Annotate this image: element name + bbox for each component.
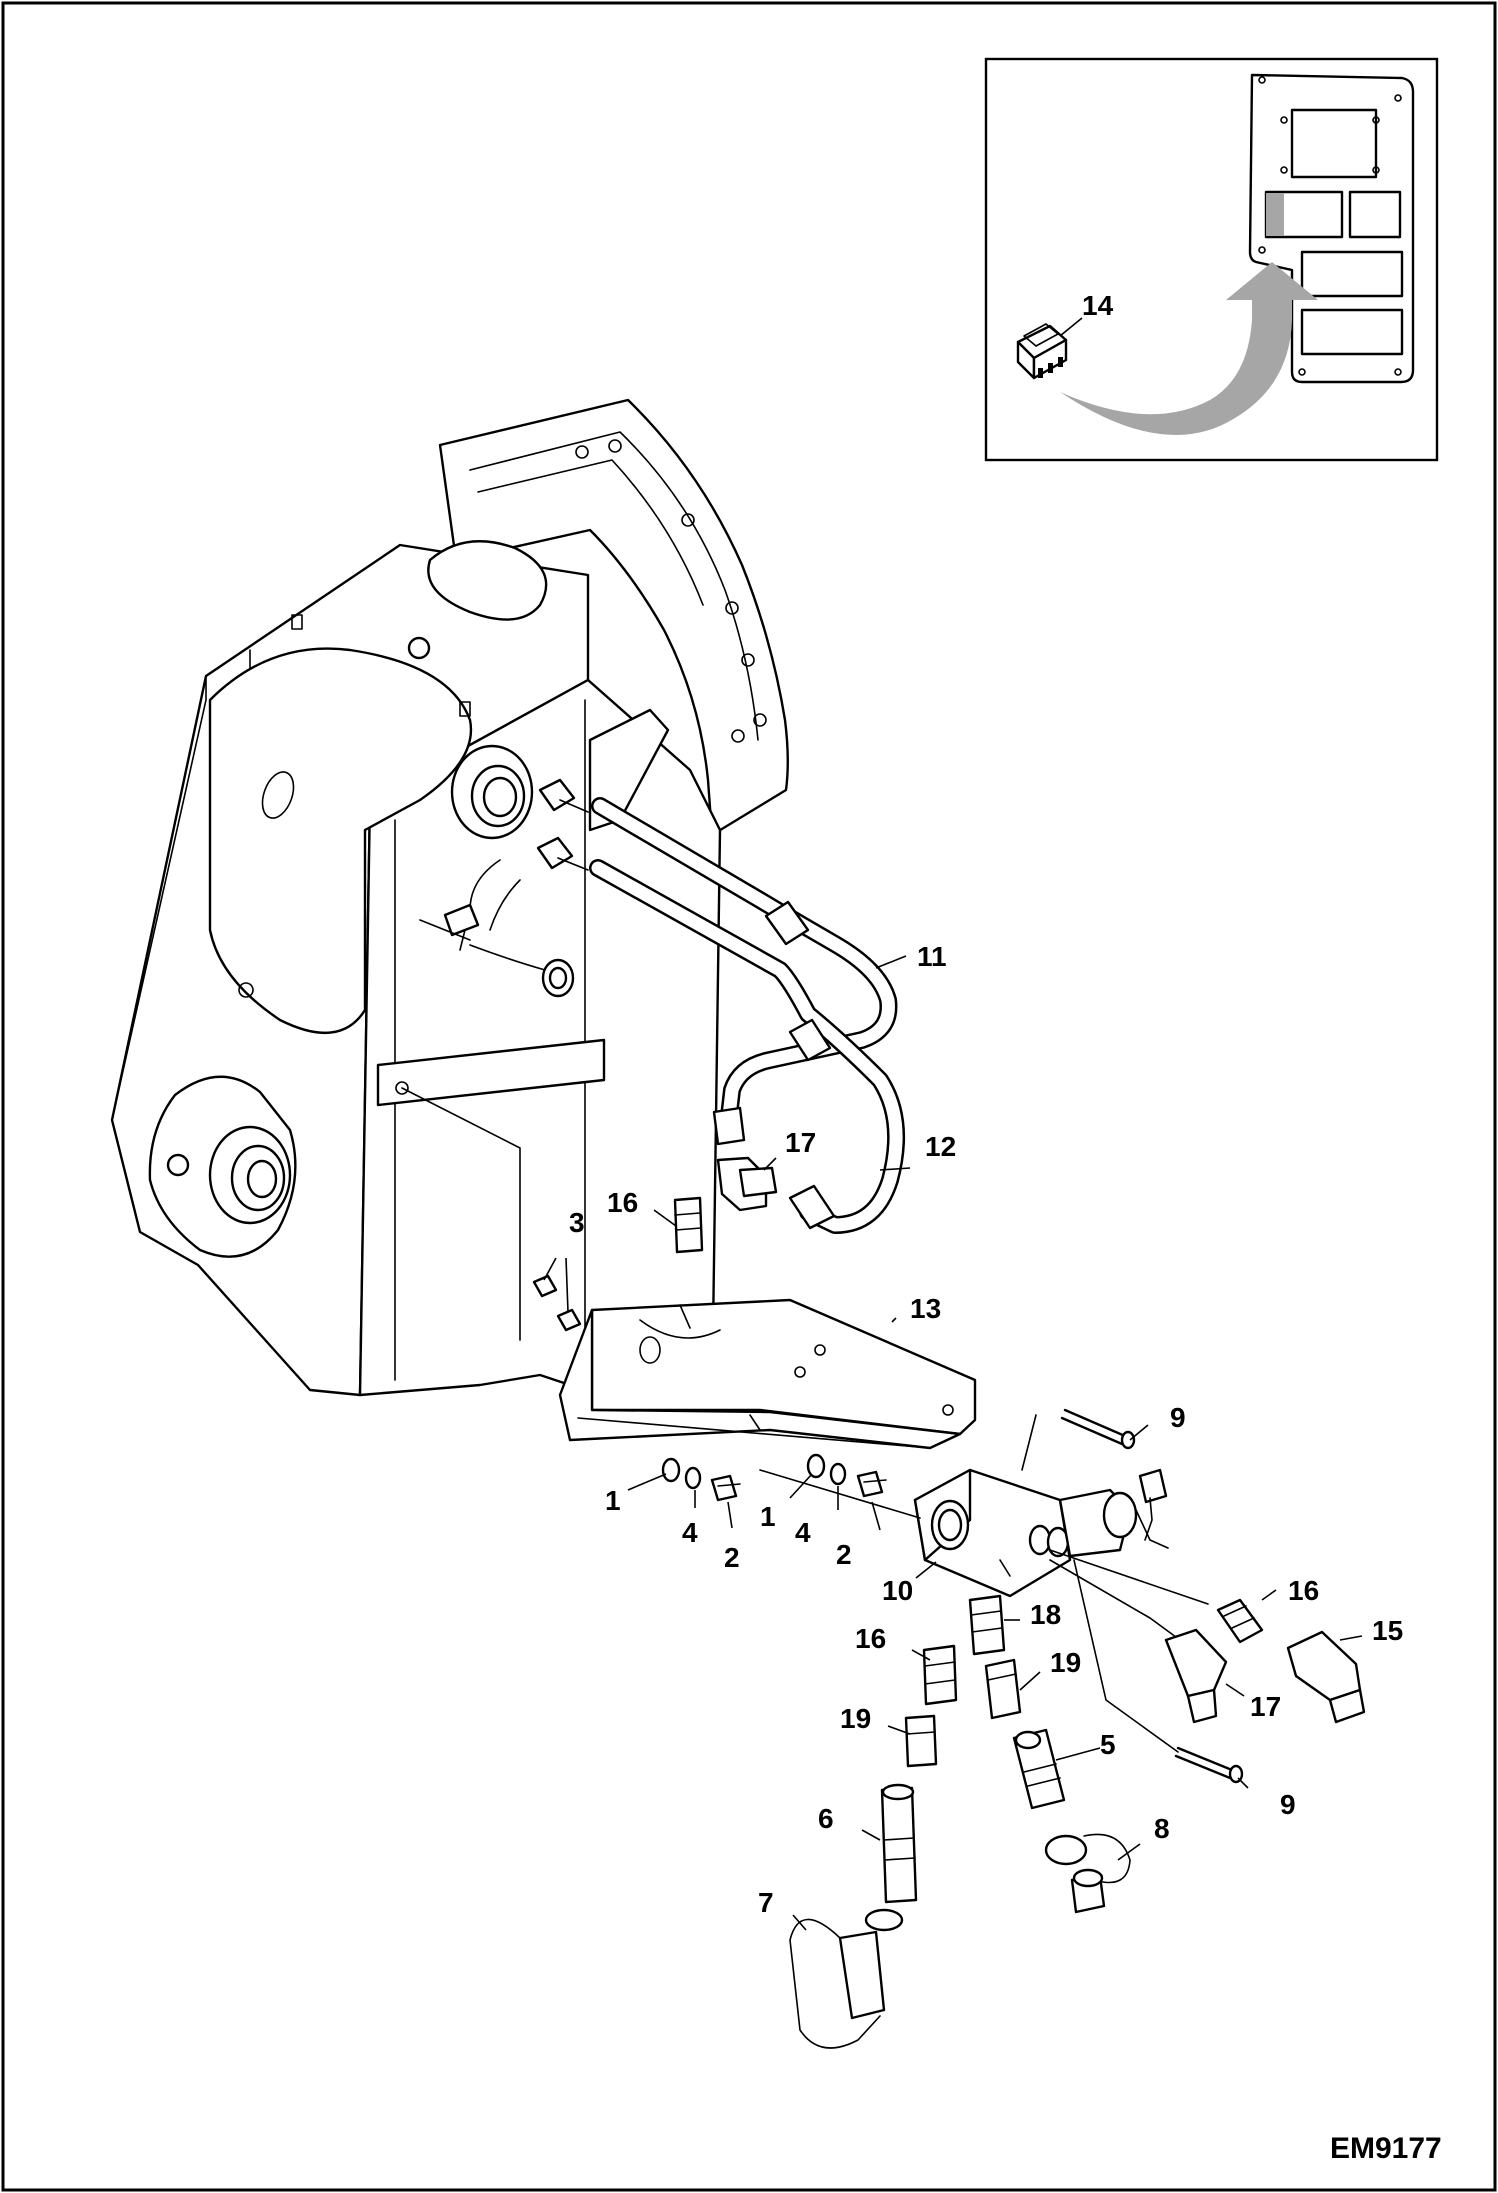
panel-slot-bottom (1300, 308, 1404, 356)
right-fittings (1164, 1598, 1366, 1724)
callout-13: 13 (910, 1293, 941, 1324)
callout-1b: 1 (760, 1501, 776, 1532)
callout-6: 6 (818, 1803, 834, 1834)
callout-9a: 9 (1170, 1402, 1186, 1433)
install-arrow (1060, 262, 1318, 435)
leader-lines (543, 955, 1363, 1931)
callout-9b: 9 (1280, 1789, 1296, 1820)
nuts-3 (532, 1274, 582, 1332)
callout-15: 15 (1372, 1615, 1403, 1646)
pin-line-2 (1049, 1559, 1181, 1641)
lower-right-stack (968, 1594, 1131, 1914)
sensor-cable (419, 859, 575, 998)
figure-code: EM9177 (1330, 2132, 1442, 2165)
back-plate (438, 398, 789, 837)
tube-11 (591, 797, 898, 1146)
control-panel-outline (1248, 73, 1415, 384)
valve-block-10 (913, 1468, 1169, 1598)
hardware-set-b (806, 1453, 887, 1498)
pin-line-1 (1049, 1549, 1209, 1605)
top-access-hole (427, 540, 548, 621)
callout-17b: 17 (1250, 1691, 1281, 1722)
callout-5: 5 (1100, 1729, 1116, 1760)
callout-19a: 19 (1050, 1647, 1081, 1678)
mounting-bracket-13 (558, 1298, 977, 1450)
bolts-9 (1021, 1408, 1244, 1784)
panel-slot-right (1348, 190, 1402, 239)
callout-19b: 19 (840, 1703, 871, 1734)
callout-16c: 16 (855, 1623, 886, 1654)
switch-slot-highlight (1266, 193, 1284, 236)
callout-16b: 16 (1288, 1575, 1319, 1606)
callout-18: 18 (1030, 1599, 1061, 1630)
lower-left-stack (789, 1644, 958, 2049)
side-cover (208, 647, 473, 1035)
callout-1a: 1 (605, 1485, 621, 1516)
callout-2b: 2 (836, 1539, 852, 1570)
panel-slot-middle (1300, 250, 1404, 298)
rocker-switch-icon (1016, 323, 1068, 380)
inset-panel (984, 57, 1439, 462)
callout-2a: 2 (724, 1542, 740, 1573)
callout-4b: 4 (795, 1517, 811, 1548)
callout-16a: 16 (607, 1187, 638, 1218)
callout-7: 7 (758, 1887, 774, 1918)
upper-fittings (673, 1156, 778, 1254)
hardware-set-a (661, 1457, 741, 1502)
callout-4a: 4 (682, 1517, 698, 1548)
callout-3: 3 (569, 1207, 585, 1238)
tower-ports (536, 778, 589, 871)
tube-12 (589, 859, 906, 1234)
callout-11: 11 (917, 941, 947, 972)
pivot-bushing (450, 744, 534, 840)
mount-bar (376, 1038, 606, 1107)
callout-12: 12 (925, 1131, 956, 1162)
callout-10: 10 (882, 1575, 913, 1606)
loader-frame (110, 398, 789, 1407)
callout-8: 8 (1154, 1813, 1170, 1844)
callout-numbers: 1 4 2 1 4 2 3 5 6 7 8 9 9 10 11 12 13 14… (569, 290, 1403, 1918)
panel-window (1290, 108, 1378, 179)
bracket-plate (588, 708, 670, 832)
callout-14: 14 (1082, 290, 1114, 321)
callout-17a: 17 (785, 1127, 816, 1158)
pin-line-3 (759, 1469, 921, 1519)
